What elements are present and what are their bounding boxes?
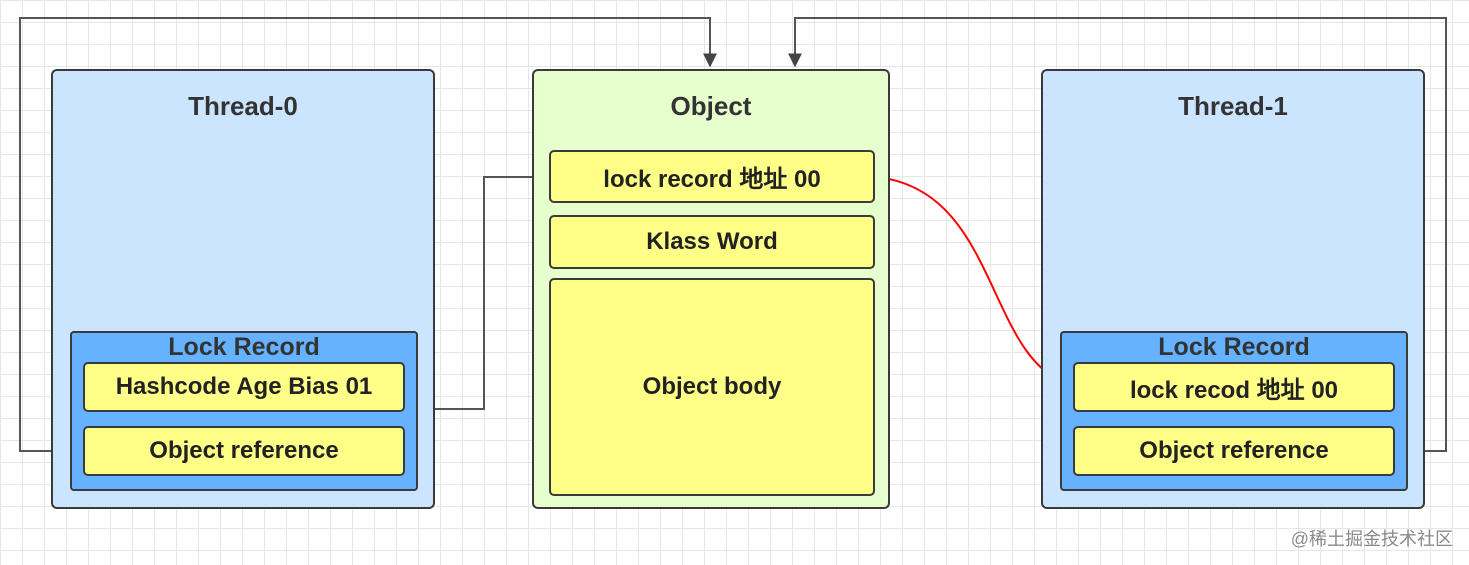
thread1-lock-record-mark-word: lock recod 地址 00 (1073, 362, 1395, 412)
thread0-reference-connector (19, 17, 717, 452)
markword-to-thread0-connector (418, 176, 549, 416)
thread0-object-reference: Object reference (83, 426, 405, 476)
thread1-title: Thread-1 (1178, 91, 1288, 121)
thread0-lock-record-title: Lock Record (168, 333, 320, 361)
thread1-reference-connector (788, 17, 1447, 452)
object-mark-word: lock record 地址 00 (549, 150, 875, 203)
thread0-lock-record-mark-word: Hashcode Age Bias 01 (83, 362, 405, 412)
object-body: Object body (549, 278, 875, 496)
object-title: Object (670, 91, 752, 121)
thread1-lock-record: Lock Record lock recod 地址 00 Object refe… (1060, 331, 1408, 491)
thread0-title: Thread-0 (188, 91, 298, 121)
thread1-lock-record-title: Lock Record (1158, 333, 1310, 361)
thread0-lock-record: Lock Record Hashcode Age Bias 01 Object … (70, 331, 418, 491)
thread1-box: Thread-1 Lock Record lock recod 地址 00 Ob… (1041, 69, 1425, 509)
thread1-object-reference: Object reference (1073, 426, 1395, 476)
object-box: Object lock record 地址 00 Klass Word Obje… (532, 69, 890, 509)
object-klass-word: Klass Word (549, 215, 875, 269)
thread0-box: Thread-0 Lock Record Hashcode Age Bias 0… (51, 69, 435, 509)
watermark: @稀土掘金技术社区 (1290, 529, 1453, 549)
